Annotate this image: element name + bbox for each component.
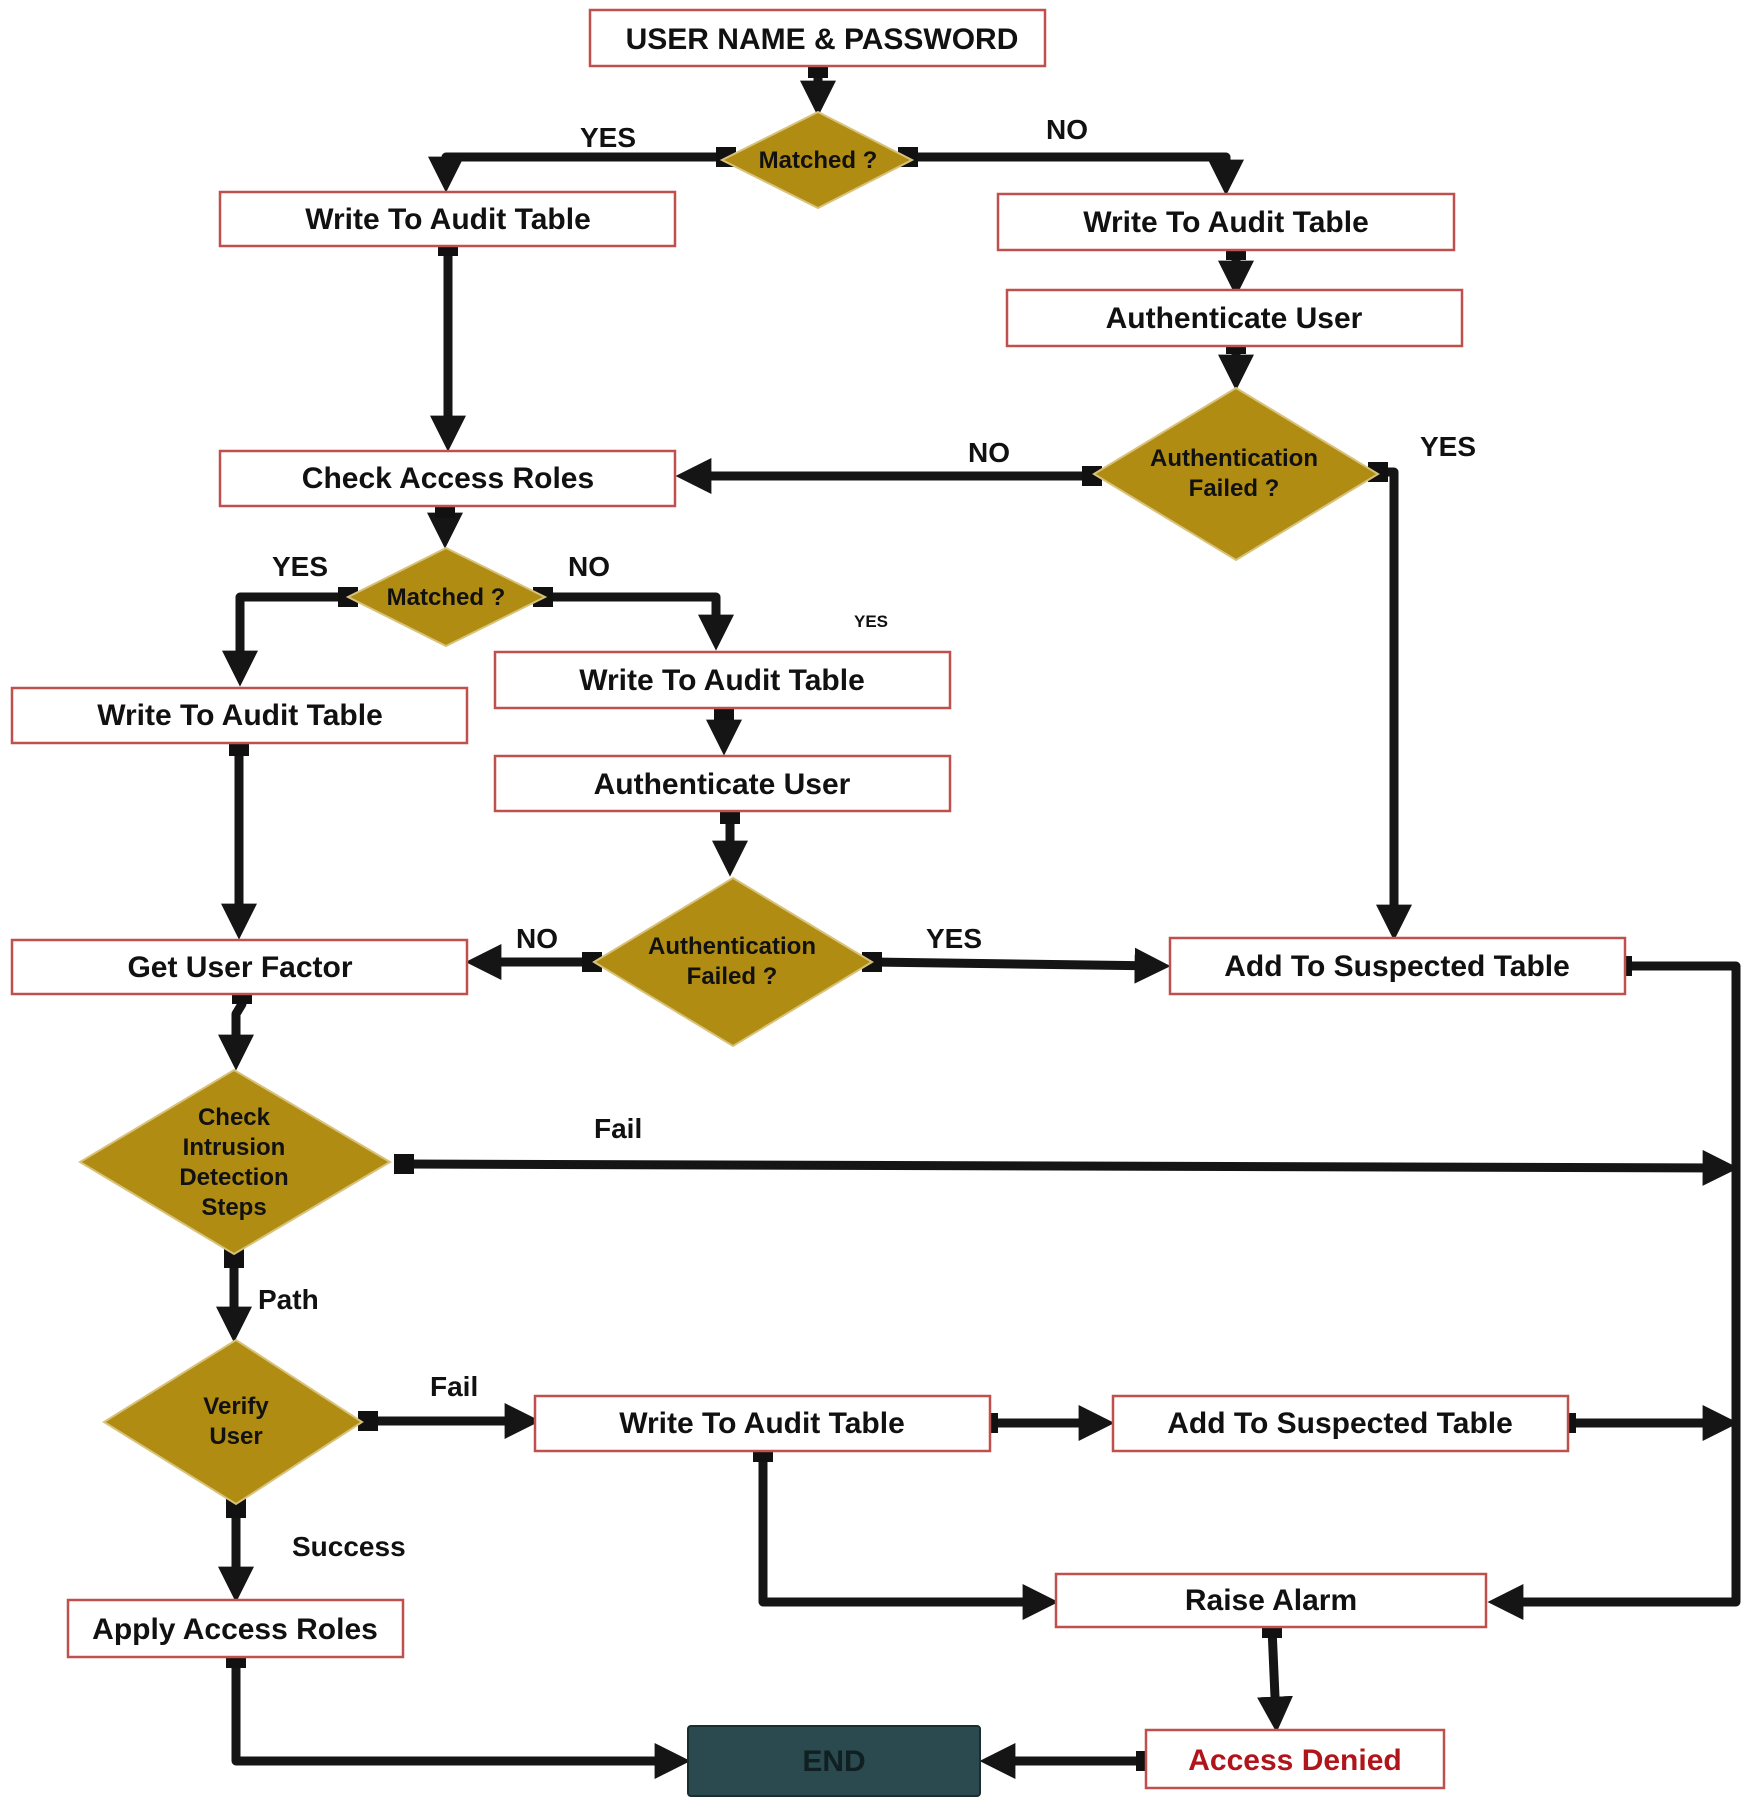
edge-auth2-yes (872, 947, 1171, 984)
decision-intrusion-line3: Detection (179, 1164, 288, 1191)
audit-table-yes-1: Write To Audit Table (218, 190, 677, 248)
label-matched1-no: NO (1046, 114, 1088, 145)
edge-matched1-yes (428, 152, 722, 193)
port (394, 1154, 414, 1174)
port (1082, 466, 1102, 486)
get-user-factor: Get User Factor (10, 938, 469, 996)
audit-table-no-1: Write To Audit Table (996, 192, 1456, 252)
add-to-suspected-table-2: Add To Suspected Table (1111, 1394, 1570, 1453)
decision-verify-user: Verify User (102, 1338, 364, 1506)
end-node: END (687, 1725, 981, 1797)
label-auth1-no: NO (968, 437, 1010, 468)
label-auth1-yes: YES (1420, 431, 1476, 462)
audit-table-yes-1-label: Write To Audit Table (305, 203, 591, 236)
edge-suspected1-to-right-bus (1487, 961, 1741, 1620)
label-intrusion-path: Path (258, 1284, 319, 1315)
authenticate-user-1-label: Authenticate User (1106, 302, 1363, 335)
access-denied: Access Denied (1144, 1728, 1446, 1790)
port (226, 1498, 246, 1518)
audit-table-fail-label: Write To Audit Table (619, 1407, 905, 1440)
end-node-label: END (802, 1745, 865, 1778)
audit-table-no-2-label: Write To Audit Table (579, 664, 865, 697)
edge-auth1-yes (1376, 467, 1412, 941)
add-to-suspected-table-1: Add To Suspected Table (1168, 936, 1627, 996)
edge-matched1-no (912, 152, 1244, 196)
get-user-factor-label: Get User Factor (127, 951, 352, 984)
label-matched2-yes: YES (272, 551, 328, 582)
edge-matched2-yes (222, 592, 348, 687)
apply-access-roles-label: Apply Access Roles (92, 1613, 378, 1646)
decision-matched-2: Matched ? (345, 546, 548, 648)
start-node-label: USER NAME & PASSWORD (626, 23, 1019, 56)
label-auth2-yes: YES (926, 923, 982, 954)
authenticate-user-2-label: Authenticate User (594, 768, 851, 801)
start-node: USER NAME & PASSWORD (588, 8, 1047, 68)
decision-auth-failed-1-line2: Failed ? (1189, 475, 1280, 502)
access-denied-label: Access Denied (1188, 1744, 1401, 1777)
raise-alarm-label: Raise Alarm (1185, 1584, 1357, 1617)
decision-authentication-failed-1: Authentication Failed ? (1092, 386, 1380, 562)
decision-matched-1: Matched ? (719, 110, 915, 210)
apply-access-roles: Apply Access Roles (66, 1598, 405, 1659)
edge-audit-fail-to-raise-alarm (758, 1452, 1059, 1620)
authenticate-user-2: Authenticate User (493, 754, 952, 813)
audit-table-no-1-label: Write To Audit Table (1083, 206, 1369, 239)
audit-table-yes-2-label: Write To Audit Table (97, 699, 383, 732)
edge-apply-roles-to-end (231, 1658, 691, 1779)
decision-authentication-failed-2: Authentication Failed ? (592, 876, 874, 1048)
decision-auth-failed-2-line1: Authentication (648, 933, 816, 960)
label-auth2-no: NO (516, 923, 558, 954)
port (582, 952, 602, 972)
raise-alarm: Raise Alarm (1054, 1572, 1488, 1629)
label-verify-success: Success (292, 1531, 406, 1562)
label-verify-fail: Fail (430, 1371, 478, 1402)
audit-table-no-2: Write To Audit Table (493, 650, 952, 710)
edge-matched2-no (545, 592, 734, 651)
check-access-roles: Check Access Roles (218, 449, 677, 508)
connectors (216, 68, 1741, 1779)
decision-matched-1-label: Matched ? (759, 147, 878, 174)
edge-labels: YES NO NO YES YES NO YES NO YES Fail Pat… (258, 114, 1476, 1562)
port (224, 1248, 244, 1268)
audit-table-yes-2: Write To Audit Table (10, 686, 469, 745)
decision-intrusion-line2: Intrusion (183, 1134, 286, 1161)
label-stray-yes: YES (854, 612, 888, 631)
decision-intrusion-line1: Check (198, 1104, 271, 1131)
check-access-roles-label: Check Access Roles (302, 462, 594, 495)
decision-auth-failed-1-line1: Authentication (1150, 445, 1318, 472)
port (358, 1411, 378, 1431)
label-matched1-yes: YES (580, 122, 636, 153)
edge-raise-alarm-to-access-denied (1257, 1627, 1293, 1733)
audit-table-fail: Write To Audit Table (533, 1394, 992, 1453)
decision-auth-failed-2-line2: Failed ? (687, 963, 778, 990)
decision-check-intrusion: Check Intrusion Detection Steps (78, 1068, 392, 1256)
decision-verify-line1: Verify (203, 1393, 269, 1420)
decision-verify-line2: User (209, 1423, 262, 1450)
label-matched2-no: NO (568, 551, 610, 582)
authenticate-user-1: Authenticate User (1005, 288, 1464, 348)
decision-matched-2-label: Matched ? (387, 584, 506, 611)
edge-intrusion-fail (402, 1149, 1739, 1186)
add-to-suspected-table-2-label: Add To Suspected Table (1167, 1407, 1513, 1440)
add-to-suspected-table-1-label: Add To Suspected Table (1224, 950, 1570, 983)
decision-intrusion-line4: Steps (201, 1194, 266, 1221)
label-intrusion-fail: Fail (594, 1113, 642, 1144)
